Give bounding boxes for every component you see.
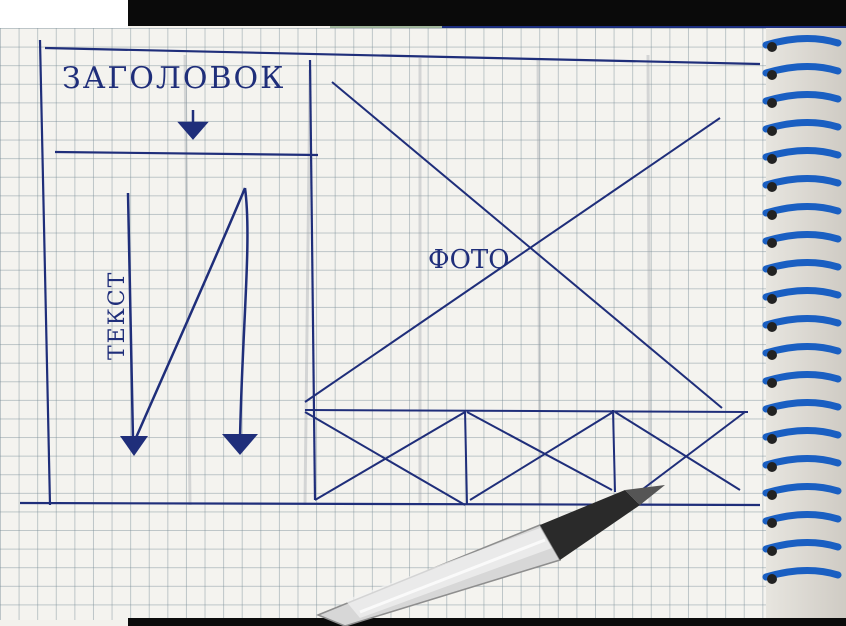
- bottom-border: [128, 618, 846, 626]
- arrow-down-icon: [120, 436, 148, 456]
- arrow-down-icon: [222, 434, 258, 455]
- photo-placeholder: [304, 81, 723, 409]
- pen-icon: [316, 485, 665, 626]
- background-edge: [0, 0, 128, 30]
- top-border: [128, 0, 846, 26]
- spiral-binding-icon: [762, 34, 842, 584]
- photo-label: ФОТО: [428, 245, 510, 275]
- header-label: ЗАГОЛОВОК: [62, 61, 285, 96]
- arrow-down-icon: [177, 110, 209, 140]
- grid-paper: [0, 28, 770, 620]
- text-flow-arrows: [126, 187, 249, 441]
- text-label: ТЕКСТ: [105, 271, 130, 360]
- thumbnail-strip: [304, 409, 749, 506]
- layout-frame: [19, 39, 761, 507]
